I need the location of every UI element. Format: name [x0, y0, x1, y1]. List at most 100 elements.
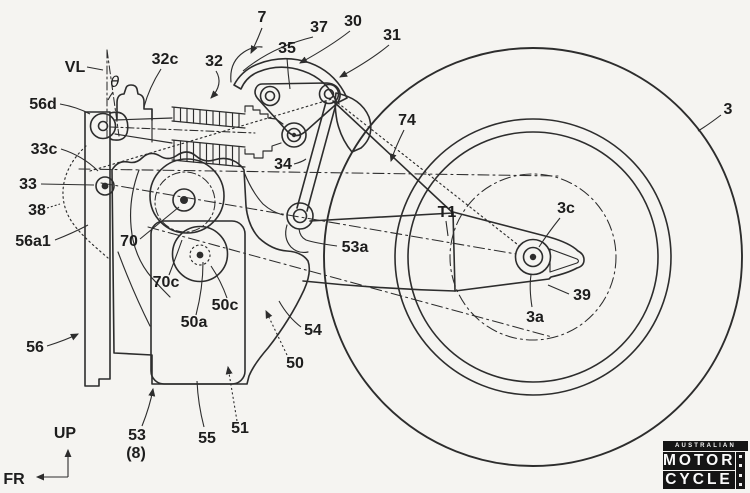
leader-VL [86, 66, 104, 71]
shock-rear-eye [281, 122, 307, 148]
shock-body-neck [114, 108, 173, 144]
label-UP: UP [54, 425, 77, 442]
label-53: 53 [128, 427, 146, 444]
leader-51 [225, 365, 238, 422]
label-74: 74 [398, 112, 416, 129]
construction-lines [62, 49, 559, 338]
label-T1: T1 [438, 204, 457, 221]
leader-lines [40, 27, 722, 428]
swingarm-bottom-edge [302, 280, 456, 292]
leader-34 [293, 158, 307, 165]
label-31: 31 [383, 27, 401, 44]
front-sprocket-pitch-circle-70c [154, 171, 216, 233]
orientation-axes [35, 448, 72, 481]
label-3: 3 [724, 101, 733, 118]
leader-37 [242, 36, 314, 72]
label-70: 70 [120, 233, 138, 250]
leader-30 [299, 30, 351, 64]
cylinder-cover-51 [150, 220, 246, 385]
bracket-plate [84, 111, 111, 387]
label-3a: 3a [526, 309, 544, 326]
leader-3c [538, 217, 561, 248]
leader-T1 [445, 220, 449, 237]
leader-31 [339, 44, 390, 78]
shock-front-mount-lobe [109, 111, 129, 141]
leader-74 [389, 129, 405, 163]
engine-unit [111, 151, 311, 385]
cable-38-line [62, 145, 109, 259]
leader-39 [547, 284, 570, 295]
linkage-axis-line-front [89, 98, 333, 172]
link-pivot-left [259, 85, 281, 107]
shaft-70-circle [172, 188, 196, 212]
leader-3a [529, 274, 533, 308]
hatched-bracket-31 [334, 92, 372, 153]
link-rod-34 [296, 101, 337, 212]
axle-circle [522, 246, 544, 268]
logo-row2-text: CYCLE [663, 471, 735, 489]
leader-35 [286, 57, 291, 90]
label-56a1: 56a1 [15, 233, 51, 250]
case-inner-seam-lower [117, 251, 151, 327]
leader-50 [265, 310, 288, 356]
leader-56d [59, 103, 91, 115]
label-33: 33 [19, 176, 37, 193]
label-32: 32 [205, 53, 223, 70]
line-T1 [100, 182, 517, 255]
spring-band-rails [171, 106, 246, 168]
leader-70 [139, 206, 180, 240]
leader-32c [143, 68, 162, 108]
label-53a: 53a [342, 239, 369, 256]
label-3c: 3c [557, 200, 575, 217]
axle-center-dot [529, 253, 537, 261]
swingarm [302, 100, 585, 292]
motorcycle-news-logo: AUSTRALIAN MOTOR CYCLE [663, 441, 748, 490]
label-VL: VL [65, 59, 86, 76]
bracket-56 [84, 111, 129, 387]
leader-7 [250, 27, 263, 54]
label-56: 56 [26, 339, 44, 356]
tire-inner-circle [394, 118, 672, 396]
shock-absorber-32 [114, 84, 307, 168]
label-37: 37 [310, 19, 328, 36]
reservoir-32c [116, 84, 153, 121]
label-55: 55 [198, 430, 216, 447]
label-51: 51 [231, 420, 249, 437]
leader-56 [46, 333, 79, 347]
leader-33 [40, 183, 95, 186]
label-54: 54 [304, 322, 322, 339]
case-inner-seam-left [129, 169, 171, 298]
link-pivot-left-inner [264, 90, 276, 102]
label-70c: 70c [153, 274, 180, 291]
pivot-bracket-53a [285, 224, 309, 254]
leader-38 [46, 203, 61, 209]
label-32c: 32c [152, 51, 179, 68]
chain-adjuster-detail [549, 248, 580, 273]
rod-lower-pivot [286, 202, 314, 230]
label-33c: 33c [31, 141, 58, 158]
linkage-axis-line-rear [337, 102, 523, 249]
logo-row1-text: MOTOR [663, 452, 736, 470]
pivot-33 [95, 176, 115, 196]
leader-53 [141, 387, 156, 427]
case-inner-seam-right [243, 171, 284, 216]
shock-front-eye [89, 112, 117, 140]
link-plate-35 [254, 82, 341, 137]
leader-56a1 [54, 224, 89, 241]
chain-upper-run-line [78, 168, 559, 177]
leader-70c [168, 239, 183, 276]
label-50a: 50a [181, 314, 208, 331]
sprocket-pitch-circle [449, 173, 617, 341]
spring-coil-ticks [173, 106, 240, 168]
label-8p: (8) [126, 445, 146, 462]
leader-54 [278, 300, 302, 328]
damper-steps-bottom [244, 142, 282, 159]
logo-side-strip [736, 452, 745, 489]
leader-32 [210, 70, 220, 99]
crank-center-dot-50a [196, 251, 204, 259]
rim-circle [407, 131, 659, 383]
swingarm-diagonal-edge [332, 100, 454, 214]
crank-boss-circle [171, 225, 229, 283]
